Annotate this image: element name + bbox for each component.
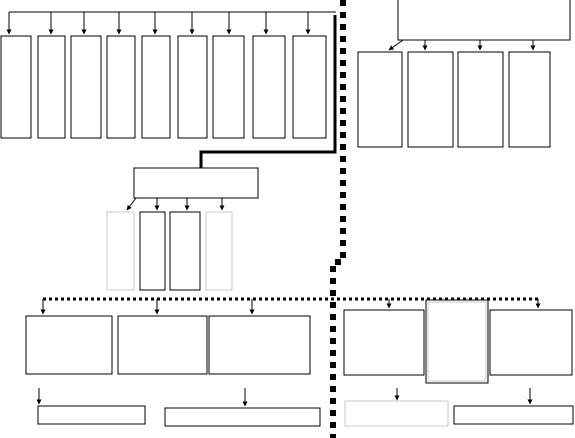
diagram-box xyxy=(37,405,146,425)
diagram-box xyxy=(106,35,136,139)
diagram-box xyxy=(205,211,233,291)
diagram-box xyxy=(208,315,311,375)
diagram-box xyxy=(117,315,208,375)
diagram-box xyxy=(106,211,135,291)
diagram-box xyxy=(292,35,327,139)
bold-connector xyxy=(199,15,337,168)
connector-arrow xyxy=(388,39,404,51)
diagram-box xyxy=(70,35,102,139)
middle-group xyxy=(106,167,259,291)
diagram-box-header xyxy=(133,167,259,199)
diagram-box-header xyxy=(397,0,571,41)
diagram-box xyxy=(252,35,286,139)
bottom-left-group xyxy=(25,315,321,427)
diagram-box xyxy=(508,51,551,148)
diagram-box xyxy=(357,51,403,148)
diagram-box xyxy=(489,309,573,376)
diagram-box xyxy=(453,405,574,425)
diagram-box xyxy=(407,51,454,148)
diagram-box xyxy=(0,35,32,139)
diagram-box xyxy=(37,35,66,139)
diagram-box xyxy=(139,211,166,291)
diagram-box xyxy=(169,211,201,291)
bottom-right-group xyxy=(343,299,574,427)
top-right-group xyxy=(357,0,571,148)
diagram-box-inner xyxy=(427,301,487,382)
diagram-box xyxy=(164,407,321,427)
diagram-box xyxy=(343,309,425,376)
connector-arrow xyxy=(126,197,137,211)
diagram-box xyxy=(344,400,449,427)
diagram-box xyxy=(212,35,245,139)
diagram-box xyxy=(141,35,171,139)
diagram-box xyxy=(25,315,113,375)
diagram-box xyxy=(457,51,504,148)
diagram-box xyxy=(177,35,208,139)
top-left-group xyxy=(0,11,336,139)
divider-dashed-line xyxy=(330,0,346,438)
